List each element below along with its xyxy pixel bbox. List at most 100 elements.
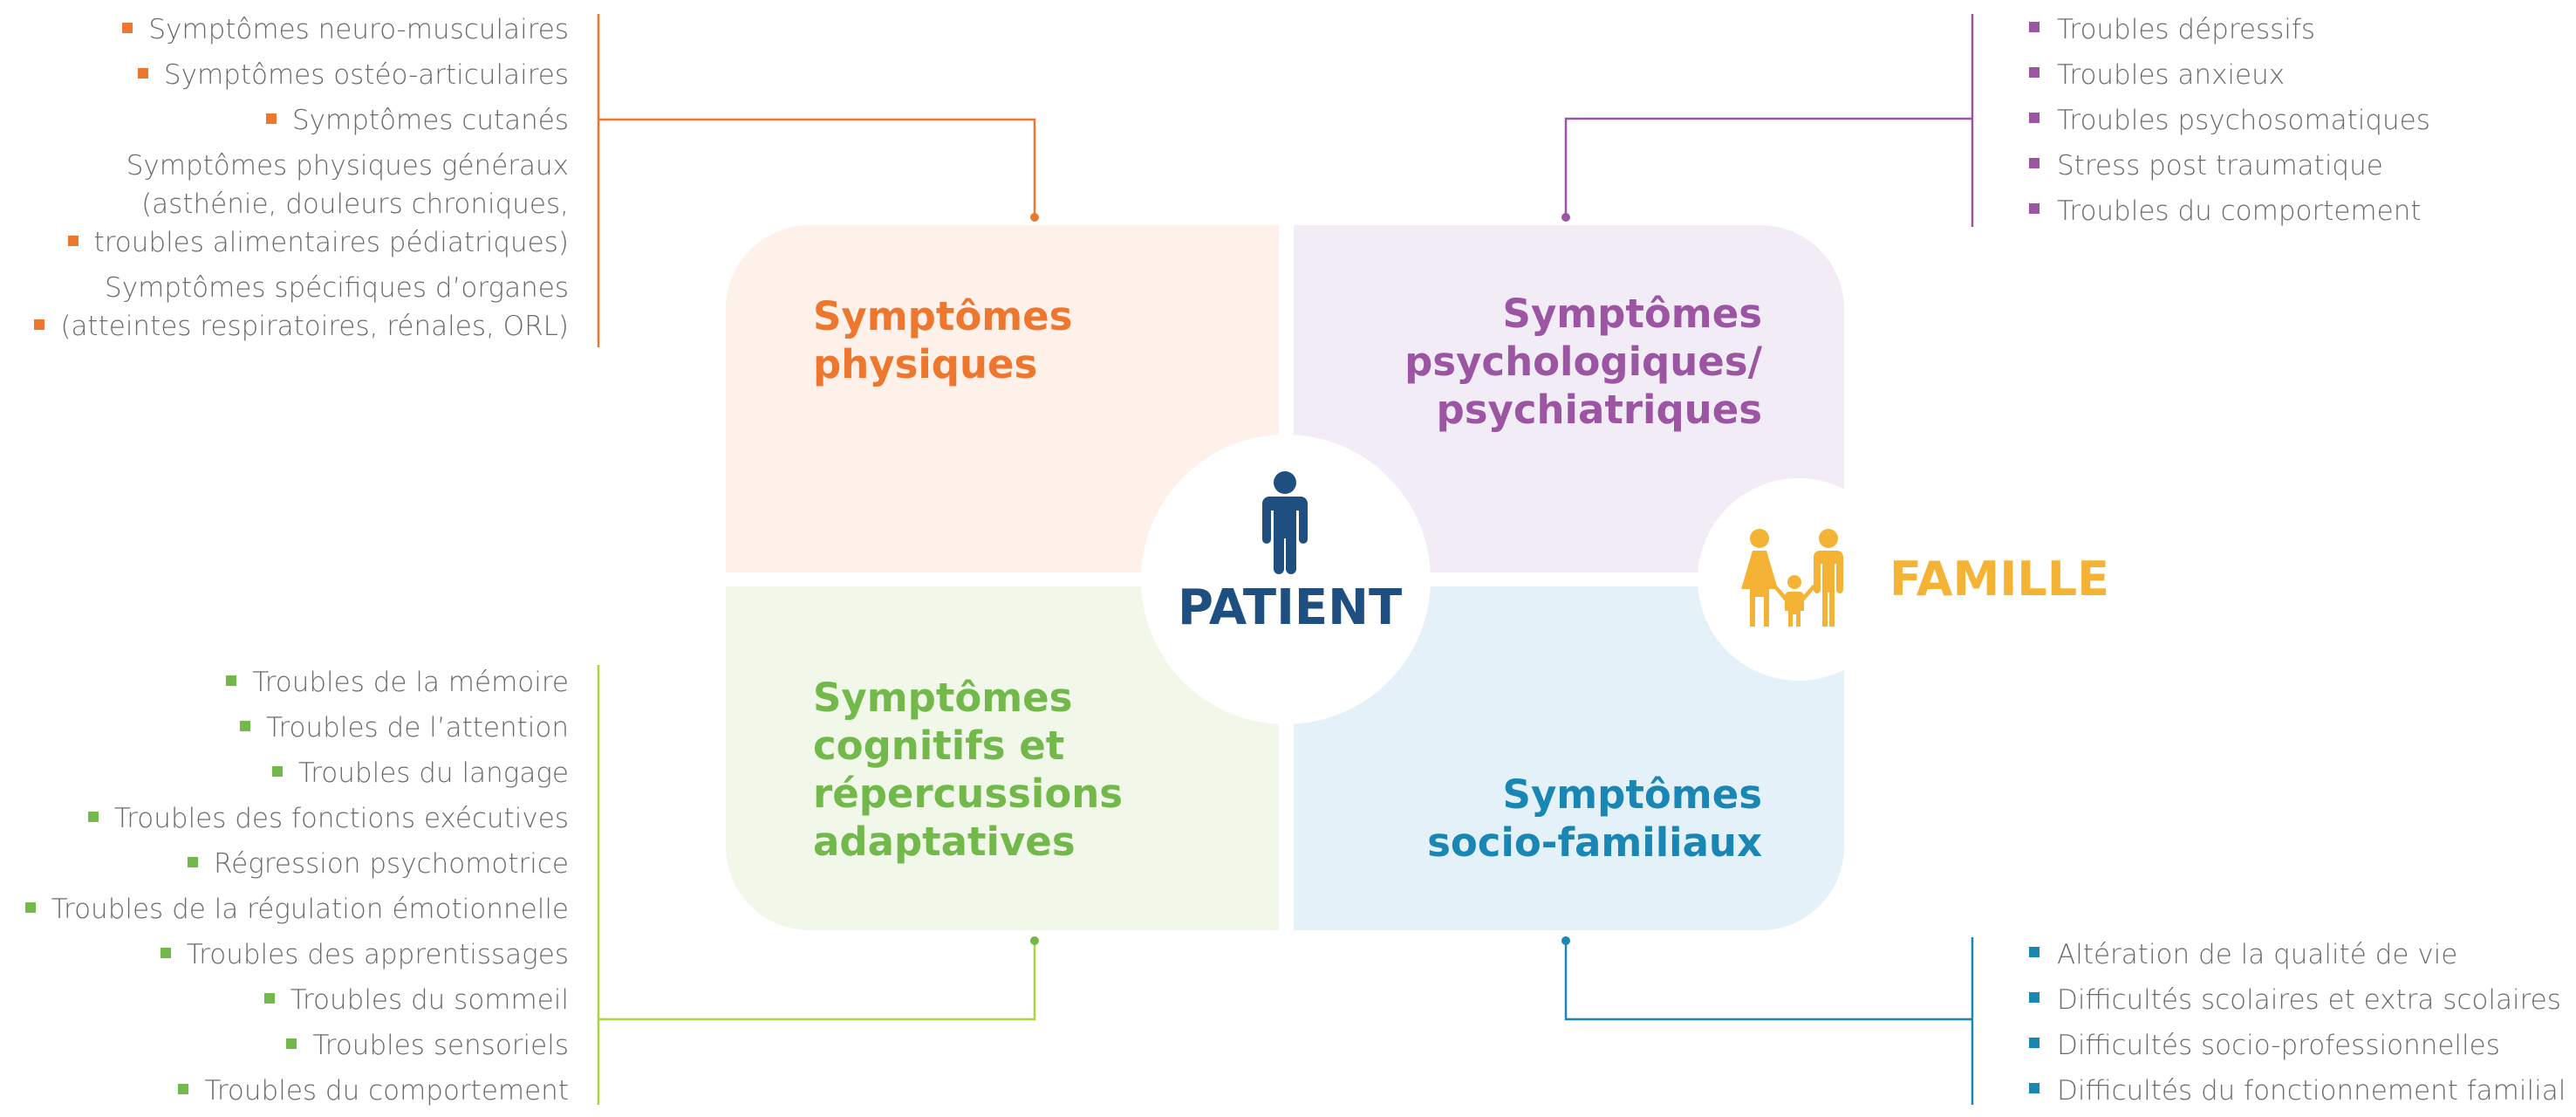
connector-social [1564,937,1974,1105]
list-item: Symptômes spécifiques d’organes (atteinte… [0,269,569,346]
list-item-text: Troubles du langage [298,754,569,792]
list-item-line: Troubles de la régulation émotionnelle [51,894,569,925]
list-item-text: Troubles des fonctions exécutives [114,799,569,838]
patient-circle [1141,435,1431,724]
list-item-text: Difficultés scolaires et extra scolaires [2057,981,2561,1019]
bullet-square-icon [160,948,171,958]
bullet-square-icon [240,721,251,731]
list-item-line: Troubles sensoriels [312,1030,569,1061]
bullet-square-icon [122,23,133,33]
list-item-line: Symptômes ostéo-articulaires [163,59,569,91]
connector-physical-dot [1030,213,1039,222]
bullet-square-icon [2029,992,2040,1003]
list-item-line: Troubles du langage [297,757,569,789]
bullet-square-icon [263,993,275,1004]
list-item-line: Stress post traumatique [2057,150,2383,182]
list-item-text: Troubles psychosomatiques [2057,101,2430,140]
list-item: Troubles des apprentissages [0,935,569,974]
list-item: Troubles de la régulation émotionnelle [0,890,569,929]
list-item-line: Symptômes neuro-musculaires [148,14,569,45]
bullet-square-icon [34,319,45,330]
list-item: Troubles dépressifs [2029,10,2552,49]
title-line: cognitifs et [813,723,1065,769]
list-item-text: Troubles des apprentissages [187,935,569,974]
list-item-line: Symptômes physiques généraux [126,150,569,182]
list-item-line: Difficultés socio-professionnelles [2057,1030,2500,1061]
list-item-line: troubles alimentaires pédiatriques) [93,227,569,258]
list-item: Symptômes neuro-musculaires [0,10,569,49]
bullet-square-icon [265,113,277,124]
list-item-text: Troubles du sommeil [290,981,569,1019]
quadrant-title-psych: Symptômes psychologiques/ psychiatriques [1404,290,1762,434]
list-item-line: Troubles des apprentissages [186,939,569,970]
list-item: Troubles du comportement [2029,192,2552,230]
list-item-line: Régression psychomotrice [214,848,569,880]
bullet-square-icon [2029,67,2040,78]
list-item-line: Symptômes cutanés [291,105,569,136]
list-item: Troubles de la mémoire [0,663,569,702]
list-item-text: Troubles de la régulation émotionnelle [51,890,569,929]
list-item: Difficultés scolaires et extra scolaires [2029,981,2570,1019]
list-item: Troubles des fonctions exécutives [0,799,569,838]
title-line: psychiatriques [1436,387,1762,433]
list-item: Régression psychomotrice [0,845,569,883]
list-item: Difficultés du fonctionnement familial [2029,1072,2570,1110]
list-item-text: Symptômes cutanés [292,101,569,140]
list-item: Troubles du sommeil [0,981,569,1019]
bullet-square-icon [226,675,237,686]
title-line: Symptômes [1502,771,1762,818]
list-item-line: Troubles anxieux [2057,59,2286,91]
connector-social-dot [1561,936,1570,945]
list-item-text: Troubles sensoriels [312,1026,569,1065]
bullet-square-icon [2029,203,2040,214]
quadrant-psych-bg [1294,225,1844,572]
title-line: psychologiques/ [1404,339,1762,385]
famille-label: FAMILLE [1889,552,2110,606]
list-item: Troubles psychosomatiques [2029,101,2552,140]
connector-psych-dot [1561,213,1570,222]
list-item-text: Symptômes ostéo-articulaires [164,56,569,94]
list-item-text: Régression psychomotrice [214,845,569,883]
list-item-text: Troubles dépressifs [2057,10,2315,49]
list-item-line: Troubles des fonctions exécutives [113,803,569,834]
connector-cognitive-dot [1030,936,1039,945]
list-item: Stress post traumatique [2029,147,2552,185]
list-item-line: Troubles psychosomatiques [2057,105,2430,136]
title-line: répercussions [813,771,1124,817]
list-item-text: Troubles du comportement [204,1072,569,1110]
list-item: Troubles anxieux [2029,56,2552,94]
quadrant-physical-bg [726,225,1279,572]
list-item: Symptômes physiques généraux (asthénie, d… [0,147,569,262]
bullet-square-icon [286,1038,297,1049]
bullet-square-icon [188,857,199,867]
connector-psych [1564,14,1974,227]
list-item: Altération de la qualité de vie [2029,935,2570,974]
list-item-text: Symptômes neuro-musculaires [148,10,569,49]
quadrant-social-bg [1294,586,1844,930]
list-item-text: Difficultés socio-professionnelles [2057,1026,2500,1065]
list-item-text: Troubles anxieux [2057,56,2285,94]
family-icon [1741,529,1843,627]
list-item-line: Troubles de l’attention [266,712,569,744]
list-item-text: Difficultés du fonctionnement familial [2057,1072,2566,1110]
connector-cognitive [597,665,1036,1105]
bullet-square-icon [2029,1083,2040,1093]
bullet-square-icon [2029,1038,2040,1048]
bullet-square-icon [24,902,36,913]
list-item-line: (asthénie, douleurs chroniques, [141,188,569,220]
list-item-line: Symptômes spécifiques d’organes [105,272,569,304]
title-line: socio-familiaux [1427,819,1762,866]
list-item: Troubles du comportement [0,1072,569,1110]
bullet-square-icon [67,236,79,246]
title-line: Symptômes [1502,291,1762,337]
list-item-text: Symptômes physiques généraux (asthénie, d… [94,147,569,262]
bullet-square-icon [2029,113,2040,123]
bullet-square-icon [137,68,148,79]
list-item-line: (atteintes respiratoires, rénales, ORL) [60,311,569,342]
bullet-square-icon [87,812,99,822]
person-icon [1262,471,1308,574]
